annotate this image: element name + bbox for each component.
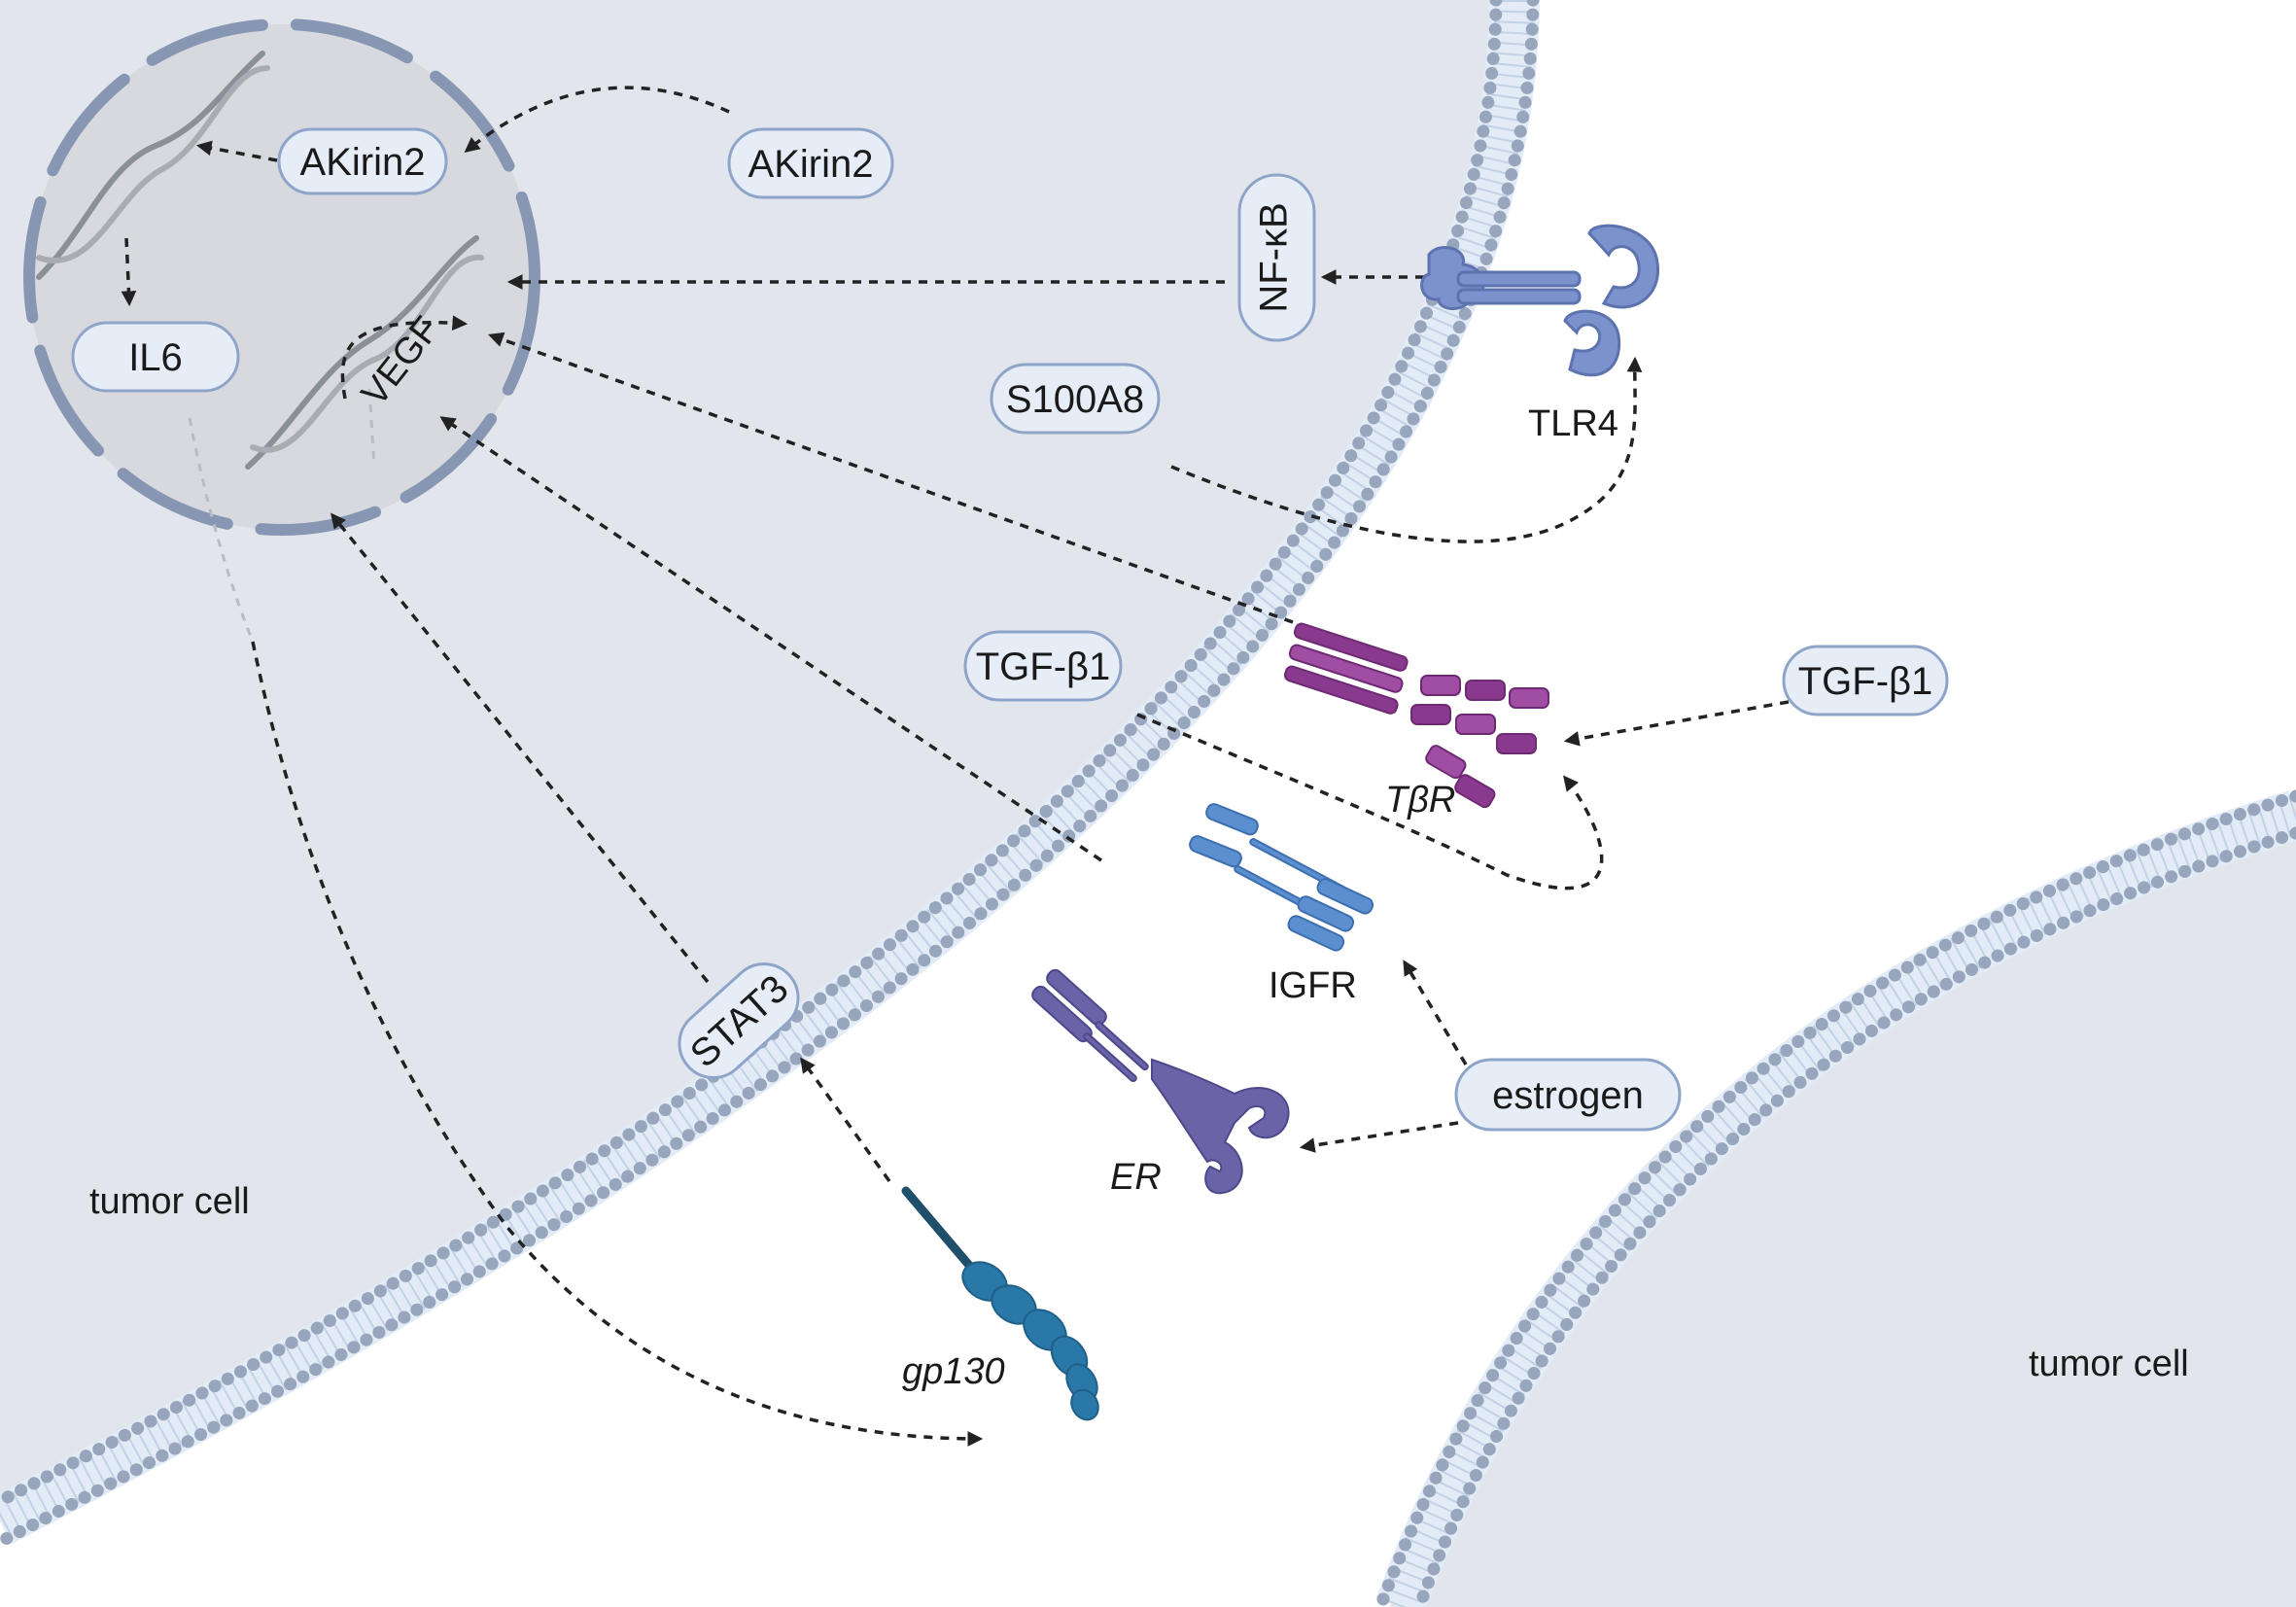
left-cell-membrane (0, 0, 1540, 1549)
svg-text:IL6: IL6 (128, 336, 183, 379)
tlr4-receptor (1420, 224, 1660, 377)
arrow-akirin2-cytoplasm-to-nucleus (464, 86, 730, 153)
svg-text:AKirin2: AKirin2 (300, 141, 426, 184)
right-cell-cytoplasm (1390, 797, 2296, 1607)
tgfb1-inner-pill: TGF-β1 (963, 630, 1123, 702)
arrow-gp130-to-stat3 (800, 1057, 891, 1183)
arrow-stat3-to-nucleus (330, 512, 710, 984)
svg-text:AKirin2: AKirin2 (748, 143, 874, 186)
s100a8-pill: S100A8 (990, 363, 1161, 435)
pathway-arrows (121, 86, 1790, 1447)
gp130-receptor (901, 1186, 1099, 1421)
igfr-label: IGFR (1269, 965, 1357, 1006)
il6-secretion-faint-path (188, 417, 255, 643)
er-receptor (1031, 968, 1290, 1195)
arrow-tgfb1-outer-to-tbr (1563, 700, 1790, 747)
akirin2-nucleus-pill: AKirin2 (277, 127, 448, 195)
svg-text:S100A8: S100A8 (1006, 378, 1144, 421)
tgfb1-outer-pill: TGF-β1 (1782, 645, 1949, 716)
nfkb-pill: NF-κB (1237, 173, 1316, 342)
dna-helix-vegf (245, 235, 484, 470)
arrow-igfr-to-nucleus (439, 416, 1102, 862)
akirin2-cytoplasm-pill: AKirin2 (727, 127, 894, 199)
arrow-s100a8-to-tlr4 (1170, 356, 1643, 543)
vegf-faint-path (367, 388, 376, 468)
arrow-dna-to-il6 (121, 237, 137, 307)
svg-text:TGF-β1: TGF-β1 (976, 646, 1111, 688)
arrow-tgfb1-inner-to-tbr (1136, 713, 1604, 891)
tbr-receptor (1283, 622, 1549, 809)
arrow-vegf-transcription (340, 315, 469, 400)
er-label: ER (1110, 1157, 1162, 1198)
arrow-il6-to-gp130 (251, 641, 984, 1447)
igfr-receptor (1189, 803, 1374, 952)
tumor-cell-left-label: tumor cell (89, 1181, 250, 1222)
estrogen-pill: estrogen (1454, 1058, 1682, 1132)
nucleus (23, 18, 540, 536)
svg-text:estrogen: estrogen (1492, 1074, 1644, 1117)
arrow-estrogen-to-igfr (1403, 960, 1468, 1066)
tlr4-label: TLR4 (1528, 403, 1618, 444)
right-cell-membrane (1374, 789, 2296, 1607)
tbr-label: TβR (1385, 780, 1455, 821)
il6-pill: IL6 (71, 321, 240, 393)
gp130-label: gp130 (902, 1351, 1005, 1392)
svg-text:TGF-β1: TGF-β1 (1798, 660, 1933, 703)
svg-text:NF-κB: NF-κB (1253, 202, 1296, 312)
arrow-akirin2-to-dna (195, 140, 278, 162)
dna-helix-il6 (36, 51, 270, 280)
tumor-cell-right-label: tumor cell (2029, 1344, 2189, 1384)
